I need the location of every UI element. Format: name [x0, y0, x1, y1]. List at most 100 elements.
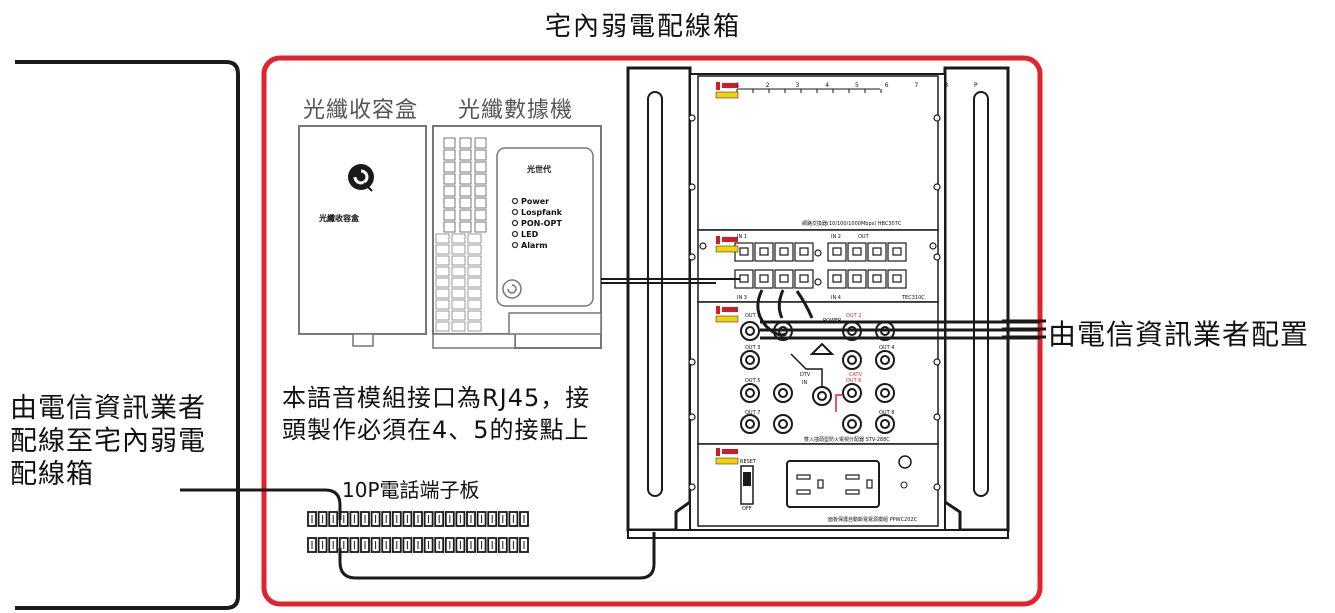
vent-slot — [435, 244, 450, 255]
vent-slot — [435, 266, 450, 277]
vent-slot — [443, 197, 456, 209]
led-label: Alarm — [521, 241, 548, 250]
vent-slot — [451, 299, 466, 310]
power-reset-label: RESET — [740, 459, 757, 465]
vent-slot — [443, 161, 456, 173]
left-bracket — [15, 60, 240, 610]
fiber-storage-box — [298, 125, 427, 347]
screw-icon — [933, 413, 941, 421]
led-icon — [511, 219, 519, 227]
voice-note-line: 本語音模組接口為RJ45，接 — [282, 384, 591, 412]
screw-icon — [688, 114, 696, 122]
vent-slot — [459, 209, 472, 221]
coax-connector-inner — [847, 419, 857, 429]
vent-slot — [467, 288, 482, 299]
coax-connector-inner — [745, 326, 755, 336]
fiber-logo-icon — [348, 164, 374, 190]
coax-out-label: OUT 3 — [745, 345, 761, 351]
brand-mark-icon — [722, 83, 738, 88]
rj-jack-inner — [872, 247, 882, 256]
screw-icon — [933, 358, 941, 366]
right-caption: 由電信資訊業者配置 — [1048, 318, 1310, 351]
phone-in2: IN 2 — [831, 234, 841, 240]
led-icon — [511, 197, 519, 205]
port-number: 6 — [884, 82, 889, 89]
led-label: LED — [521, 230, 539, 239]
brand-mark-icon — [716, 306, 720, 314]
port-number: 4 — [825, 82, 830, 89]
catv-dtv-label: DTV — [800, 372, 811, 378]
screw-icon — [688, 483, 696, 491]
page-title: 宅內弱電配線箱 — [545, 12, 742, 42]
left-caption-line: 配線箱 — [10, 459, 94, 490]
brand-mark-icon — [722, 237, 738, 242]
screw-icon — [688, 183, 696, 191]
coax-connector-inner — [847, 388, 857, 398]
voice-module-note: 本語音模組接口為RJ45，接 頭製作必須在4、5的接點上 — [282, 382, 590, 446]
coax-connector-inner — [745, 388, 755, 398]
screw-icon — [933, 114, 941, 122]
vent-slot — [474, 173, 487, 185]
catv-in-label: IN — [802, 380, 808, 386]
coax-connector-inner — [847, 355, 857, 365]
led-label: Power — [521, 197, 550, 206]
vent-slot — [467, 233, 482, 244]
vent-slot — [459, 197, 472, 209]
led-label: Lospfank — [521, 208, 562, 217]
brand-mark-icon — [716, 236, 720, 244]
rj-jack-inner — [779, 274, 789, 283]
power-model: 面板保護自動斷電電源模組 PPWC202C — [828, 517, 918, 523]
left-caption-line: 由電信資訊業者 — [10, 393, 206, 424]
vent-slot — [451, 255, 466, 266]
vent-slot — [467, 310, 482, 321]
power-indicator-icon — [809, 342, 835, 355]
rack-cabinet — [626, 66, 1010, 539]
rj-jack-inner — [739, 247, 749, 256]
vent-slot — [451, 310, 466, 321]
rj-jack-inner — [739, 274, 749, 283]
vent-slot — [443, 137, 456, 149]
vent-slot — [474, 221, 487, 233]
cns-mark-icon — [715, 457, 739, 465]
vent-slot — [451, 288, 466, 299]
screw-icon — [688, 358, 696, 366]
catv-power-label: POWER — [823, 318, 842, 324]
coax-connector-inner — [880, 388, 890, 398]
rj-jack-inner — [852, 274, 862, 283]
screw-icon — [933, 183, 941, 191]
surge-icon — [898, 455, 912, 469]
coax-connector-inner — [778, 388, 788, 398]
rj-jack-inner — [892, 247, 902, 256]
coax-out-label: OUT 1 — [745, 313, 761, 319]
catv-module — [697, 301, 939, 445]
vent-slot — [443, 185, 456, 197]
port-number: 7 — [914, 82, 919, 89]
vent-slot — [443, 173, 456, 185]
vent-slot — [474, 137, 487, 149]
vent-slot — [443, 149, 456, 161]
fiber-box-device-text: 光纖收容盒 — [319, 214, 359, 223]
coax-out-label: OUT 5 — [745, 378, 761, 384]
vent-slot — [451, 321, 466, 332]
voice-note-line: 頭製作必須在4、5的接點上 — [282, 416, 590, 444]
coax-connector-inner — [745, 355, 755, 365]
rj-jack-inner — [759, 247, 769, 256]
vent-slot — [459, 221, 472, 233]
vent-slot — [443, 221, 456, 233]
led-label: PON-OPT — [521, 219, 562, 228]
phone-in3: IN 3 — [737, 295, 747, 301]
vent-slot — [451, 244, 466, 255]
led-icon — [511, 208, 519, 216]
vent-slot — [435, 255, 450, 266]
coax-out-label: OUT 7 — [745, 410, 761, 416]
screw-icon — [933, 483, 941, 491]
fiber-box-label: 光纖收容盒 — [303, 98, 419, 123]
vent-slot — [459, 185, 472, 197]
coax-out-label: OUT 4 — [879, 345, 895, 351]
vent-slot — [474, 209, 487, 221]
rj-jack-inner — [892, 274, 902, 283]
vent-slot — [459, 173, 472, 185]
vent-slot — [435, 310, 450, 321]
catv-catv-label: CATV — [849, 372, 862, 378]
